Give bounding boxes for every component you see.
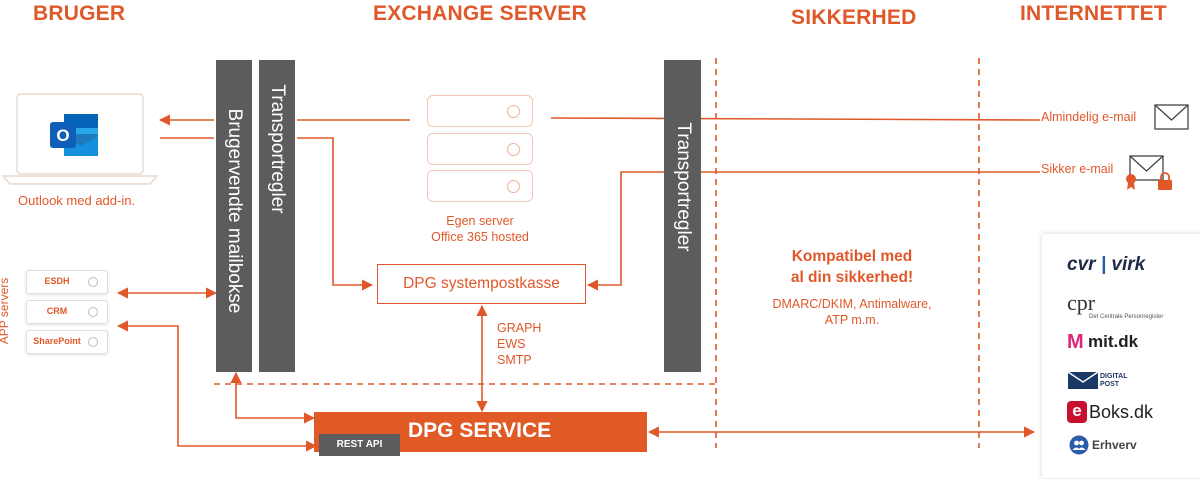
app-server-label: CRM	[46, 306, 68, 316]
virk-text: virk	[1111, 254, 1146, 275]
server-caption-line2: Office 365 hosted	[431, 230, 529, 244]
mailbox-bar: Brugervendte mailbokse	[216, 60, 252, 372]
system-mailbox-box[interactable]: DPG systempostkasse	[377, 264, 586, 304]
erhverv-text: Erhverv	[1092, 438, 1137, 452]
certificate-icon	[1126, 174, 1136, 190]
eboks-icon: e	[1067, 401, 1087, 423]
mailbox-dpg-arrow	[230, 371, 316, 424]
secure-email-label: Sikker e-mail	[1041, 162, 1114, 176]
app-server-label: ESDH	[44, 276, 70, 286]
outlook-label: Outlook med add-in.	[18, 193, 136, 208]
status-dot-icon	[88, 337, 98, 347]
eboks-letter: e	[1072, 401, 1082, 420]
cpr-logo: cpr	[1067, 290, 1096, 315]
header-sikkerhed: SIKKERHED	[791, 6, 917, 29]
app-restapi-arrow	[116, 320, 318, 452]
cpr-subtitle: Det Centrale Personregister	[1089, 314, 1164, 320]
eboks-text: Boks.dk	[1089, 402, 1154, 422]
secure-envelope-icon	[1126, 155, 1172, 190]
transport-bar-left-label: Transportregler	[267, 84, 288, 214]
cvr-text: cvr	[1067, 254, 1096, 275]
security-title: Kompatibel med al din sikkerhed!	[758, 246, 946, 288]
digital-post-icon	[1067, 371, 1099, 389]
mitdk-icon: M	[1067, 331, 1089, 353]
mitdk-text: mit.dk	[1088, 332, 1139, 351]
dpg-service-title: DPG SERVICE	[408, 419, 552, 442]
lock-icon	[1158, 172, 1172, 190]
security-title-line2: al din sikkerhed!	[790, 269, 914, 286]
header-bruger: BRUGER	[33, 2, 126, 25]
security-subtitle: DMARC/DKIM, Antimalware, ATP m.m.	[748, 296, 956, 328]
system-mailbox-label: DPG systempostkasse	[403, 275, 560, 292]
transport-bar-right-label: Transportregler	[673, 122, 694, 252]
outlook-to-systembox-arrow	[297, 137, 374, 291]
status-dot-icon	[88, 307, 98, 317]
digital-post-logo: DIGITAL POST	[1100, 373, 1127, 389]
server-caption: Egen server Office 365 hosted	[410, 213, 550, 245]
erhverv-icon	[1069, 435, 1089, 455]
protocol-list: GRAPH EWS SMTP	[497, 320, 541, 368]
protocol-ews: EWS	[497, 337, 526, 351]
server-caption-line1: Egen server	[446, 214, 514, 228]
secure-mail-arrow	[586, 171, 1040, 291]
digital-post-line2: POST	[1100, 381, 1120, 388]
regular-email-label: Almindelig e-mail	[1041, 110, 1137, 124]
app-servers-label: APP servers	[0, 277, 11, 345]
outlook-letter: O	[56, 126, 69, 145]
header-exchange-server: EXCHANGE SERVER	[373, 2, 587, 25]
security-subtitle-line1: DMARC/DKIM, Antimalware,	[772, 297, 932, 311]
app-server-esdh[interactable]: ESDH	[26, 270, 108, 294]
security-subtitle-line2: ATP m.m.	[824, 313, 880, 327]
mailbox-bar-label: Brugervendte mailbokse	[224, 108, 245, 314]
mitdk-letter: M	[1067, 331, 1084, 353]
status-dot-icon	[88, 277, 98, 287]
envelope-icon	[1154, 104, 1189, 130]
cvr-separator: |	[1100, 254, 1107, 275]
digital-post-line1: DIGITAL	[1100, 373, 1128, 380]
transport-bar-right: Transportregler	[664, 60, 701, 372]
outlook-icon: O	[50, 114, 98, 156]
cvr-virk-logo: cvr | virk	[1067, 254, 1145, 276]
security-title-line1: Kompatibel med	[791, 248, 913, 265]
transport-bar-left: Transportregler	[259, 60, 295, 372]
protocol-smtp: SMTP	[497, 353, 532, 367]
rest-api-label: REST API	[336, 439, 383, 450]
app-server-label: SharePoint	[33, 336, 81, 346]
protocol-graph: GRAPH	[497, 321, 542, 335]
header-internettet: INTERNETTET	[1020, 2, 1167, 25]
partner-panel: cvr | virk cpr Det Centrale Personregist…	[1042, 234, 1200, 478]
rest-api-box[interactable]: REST API	[319, 434, 400, 456]
app-server-crm[interactable]: CRM	[26, 300, 108, 324]
regular-mail-line-server-right	[550, 117, 1041, 121]
app-server-sharepoint[interactable]: SharePoint	[26, 330, 108, 354]
